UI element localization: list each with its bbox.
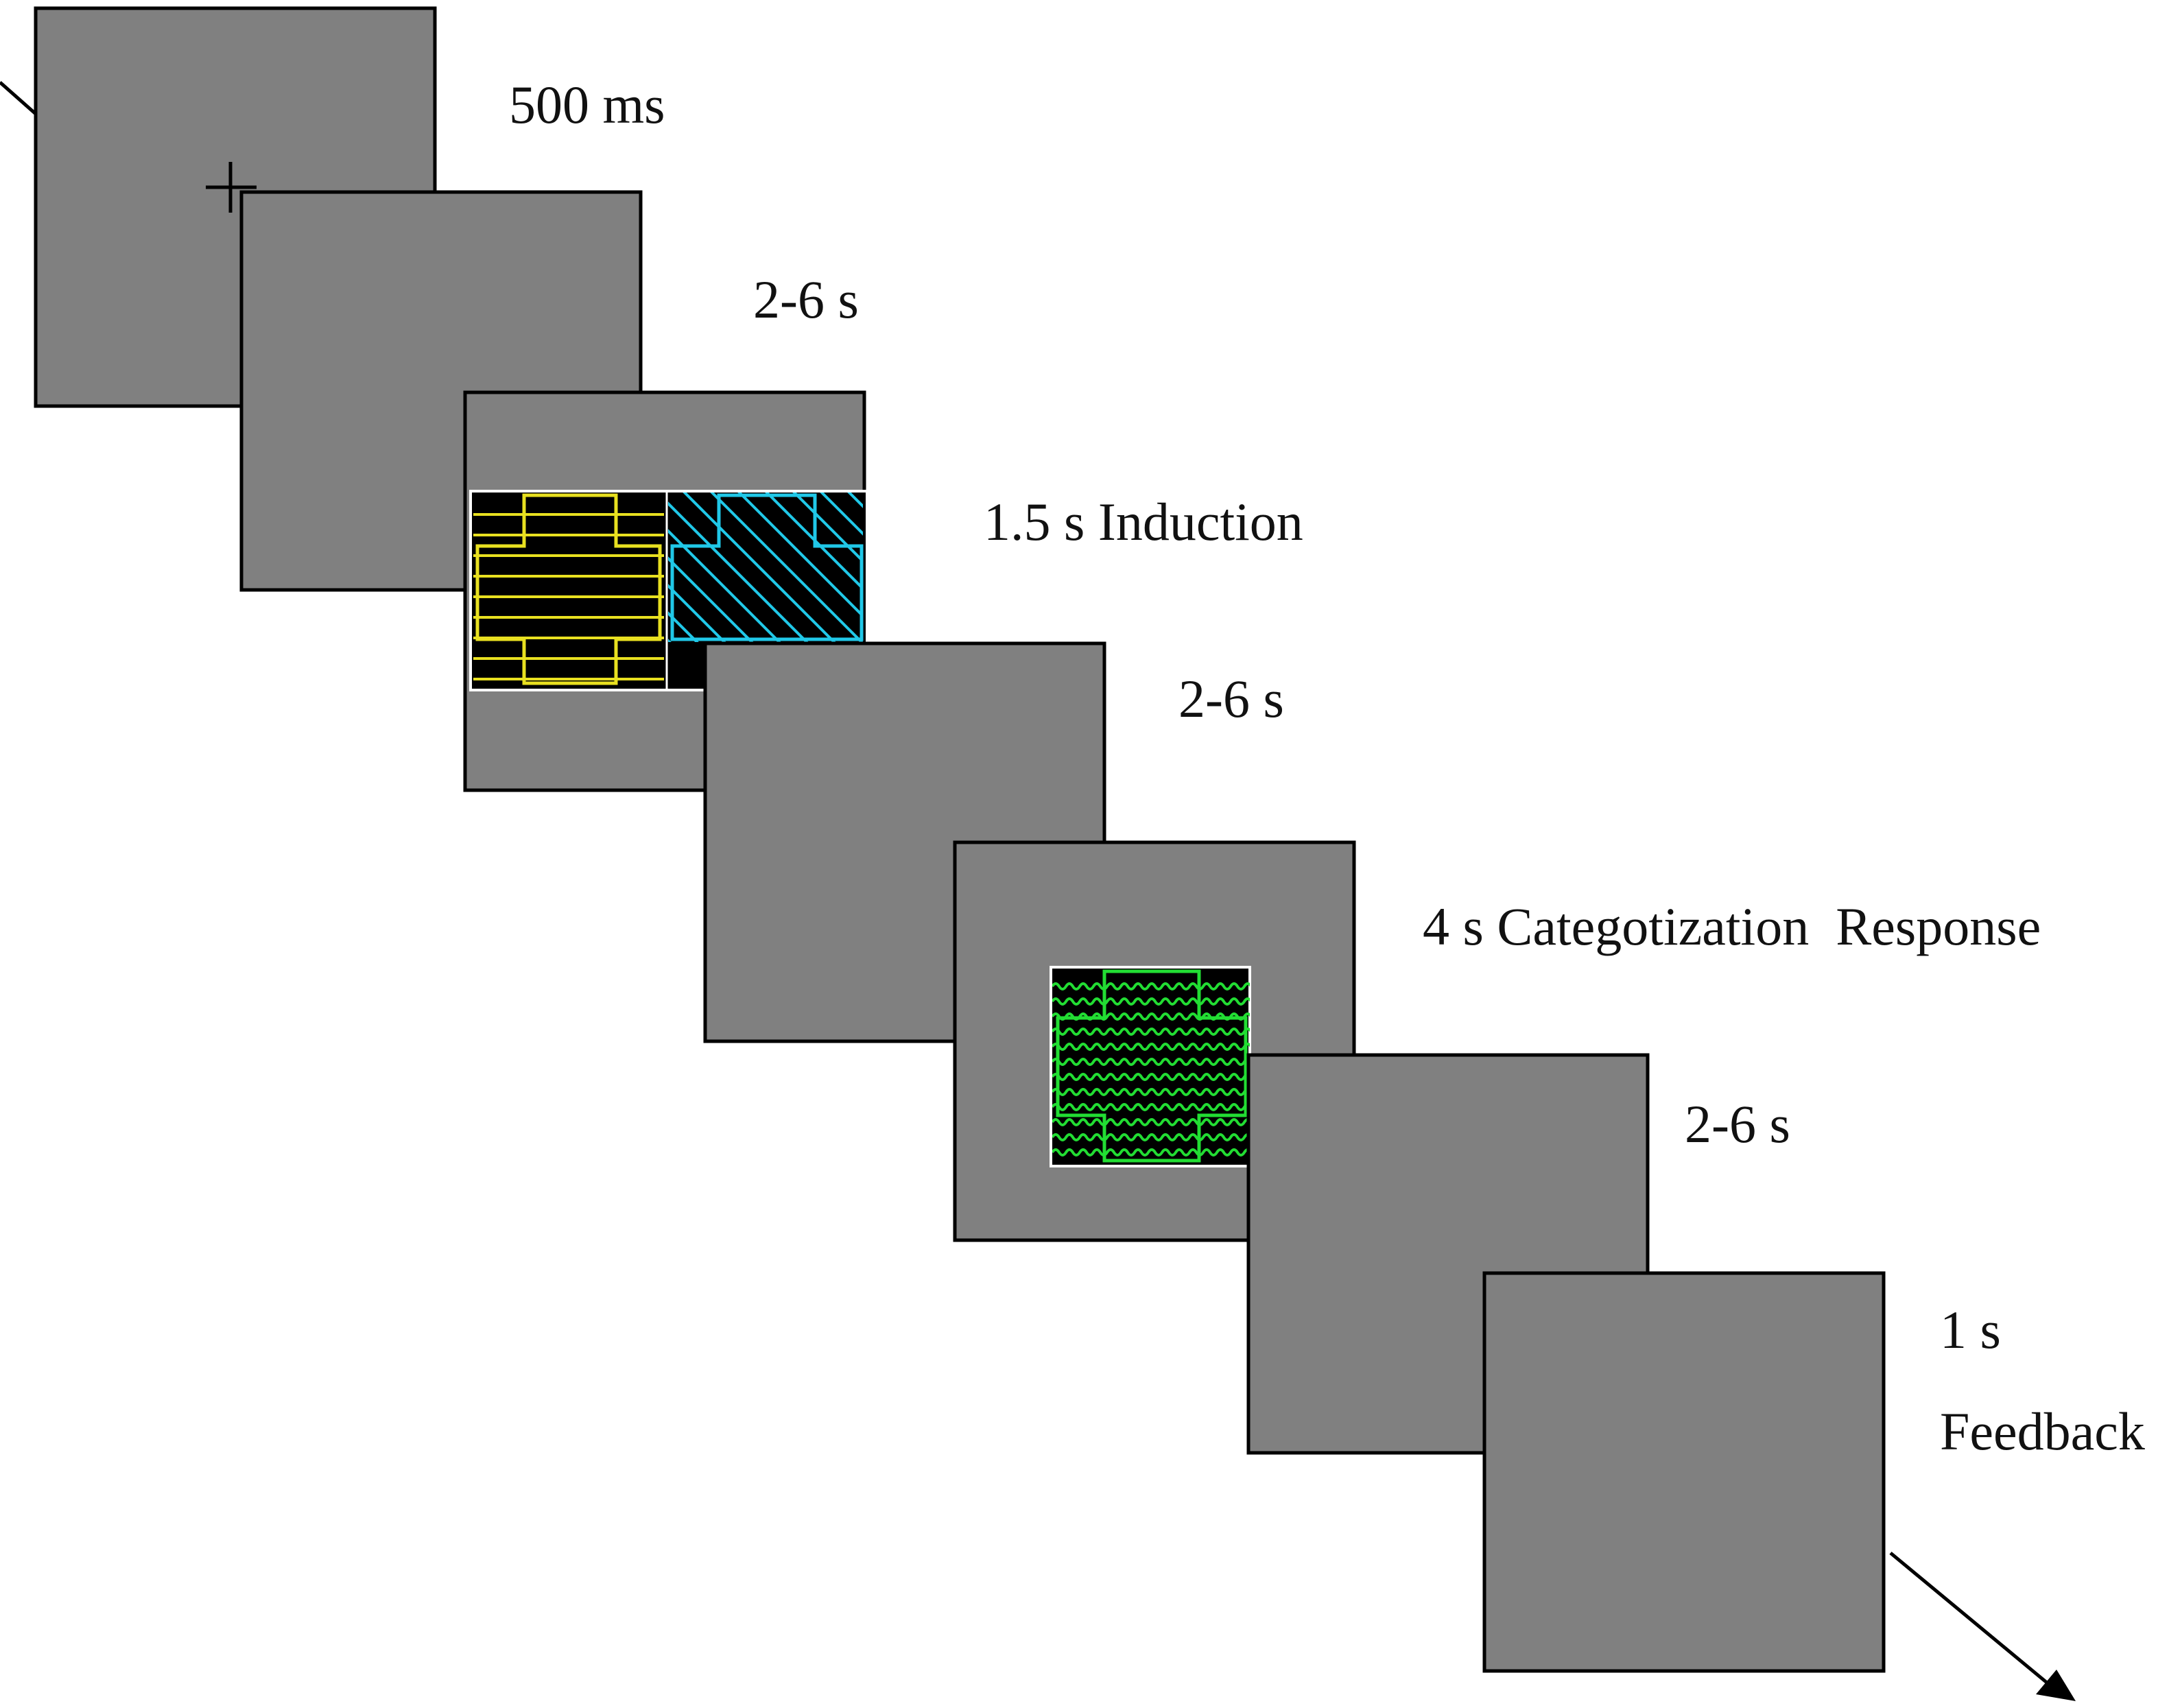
frame-3-duration-label: 1.5 s Induction xyxy=(984,492,1303,551)
cyan-pattern-line xyxy=(820,493,863,536)
green-pattern-wave xyxy=(1052,1148,1250,1157)
frame-7-duration-label: 1 s xyxy=(1940,1300,2001,1360)
green-pattern-wave xyxy=(1052,1088,1250,1096)
green-pattern-wave xyxy=(1052,1028,1250,1036)
cyan-diagonal-cross-icon xyxy=(668,493,864,642)
frame-5-duration-label: 4 s Categotization Response xyxy=(1423,897,2041,956)
green-wavy-cross-icon xyxy=(1052,969,1250,1163)
cyan-pattern-line xyxy=(737,493,863,618)
green-pattern-wave xyxy=(1052,1118,1250,1126)
green-pattern-wave xyxy=(1052,1103,1250,1111)
green-pattern-wave xyxy=(1052,982,1250,991)
frame-6-duration-label: 2-6 s xyxy=(1685,1094,1790,1154)
green-pattern-wave xyxy=(1052,997,1250,1006)
frame-4-duration-label: 2-6 s xyxy=(1178,669,1284,728)
fixation-cross-icon xyxy=(206,162,257,213)
time-arrow-entry-segment xyxy=(0,81,37,115)
yellow-horizontal-cross-icon xyxy=(473,493,664,685)
screen-frame-feedback xyxy=(1482,1271,1886,1673)
cyan-pattern-line xyxy=(765,493,863,591)
green-pattern-wave xyxy=(1052,1058,1250,1066)
frame-2-duration-label: 2-6 s xyxy=(753,270,859,329)
frame-7-phase-label: Feedback xyxy=(1940,1401,2145,1461)
green-pattern-wave xyxy=(1052,1043,1250,1051)
green-pattern-wave xyxy=(1052,1133,1250,1141)
arrow-down-right-icon xyxy=(1889,1552,2076,1701)
frame-1-duration-label: 500 ms xyxy=(509,75,665,134)
green-pattern-wave xyxy=(1052,1073,1250,1081)
